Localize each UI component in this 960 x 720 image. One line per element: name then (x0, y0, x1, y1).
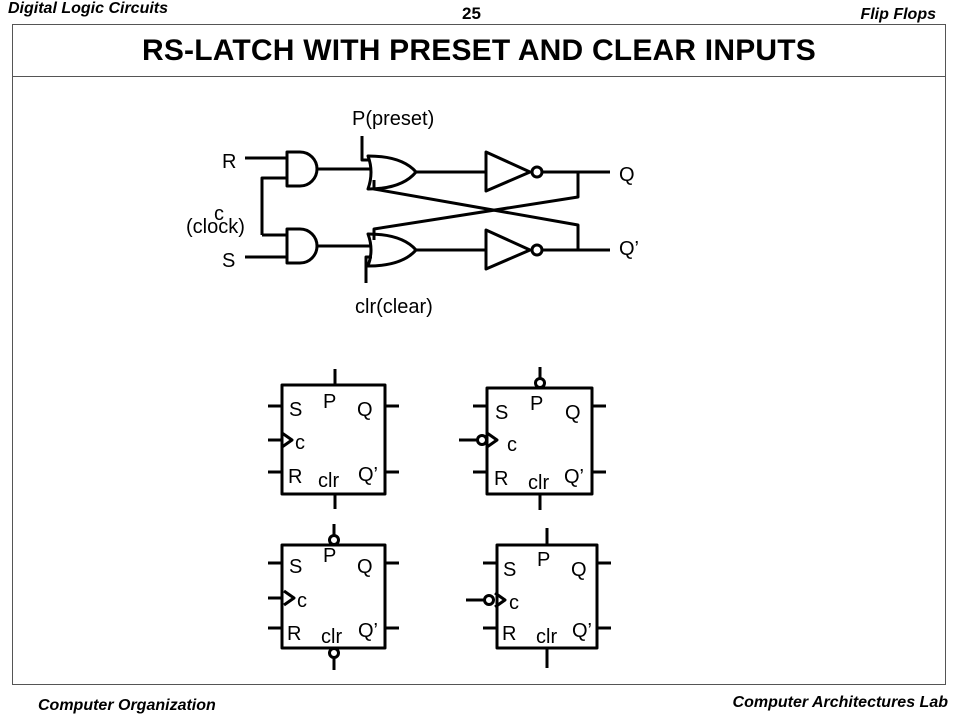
ff-symbol-3 (268, 524, 399, 670)
ff3-p-label: P (323, 545, 336, 567)
ff2-r-label: R (494, 468, 508, 490)
ff1-r-label: R (288, 466, 302, 488)
clock-wire (260, 176, 287, 237)
ff2-s-label: S (495, 402, 508, 424)
ff3-s-label: S (289, 556, 302, 578)
ff2-clr-label: clr (528, 472, 549, 494)
ff1-p-label: P (323, 391, 336, 413)
or-gate-bottom (366, 232, 418, 268)
ff2-c-label: c (507, 434, 517, 456)
ff2-qbar-label: Q’ (564, 466, 584, 488)
r-label: R (222, 151, 236, 173)
ff4-s-label: S (503, 559, 516, 581)
ff1-qbar-label: Q’ (358, 464, 378, 486)
footer-left: Computer Organization (38, 697, 216, 714)
ff1-clr-label: clr (318, 470, 339, 492)
ff1-clock-edge-icon (281, 431, 294, 449)
title-divider (12, 76, 946, 77)
rs-latch-schematic (245, 136, 610, 283)
ff4-clock-edge-icon (494, 591, 507, 609)
inverter-top-bubble (530, 165, 544, 179)
ff3-qbar-label: Q’ (358, 620, 378, 642)
ff4-c-label: c (509, 592, 519, 614)
ff3-clr-label: clr (321, 626, 342, 648)
footer-right: Computer Architectures Lab (732, 694, 948, 711)
slide-frame (12, 24, 946, 685)
preset-label: P(preset) (352, 108, 434, 130)
and-gate-top (285, 150, 319, 188)
or-gate-top (366, 154, 418, 191)
ff3-clock-edge-icon (283, 589, 296, 607)
ff-symbol-1 (268, 369, 399, 509)
ff3-q-label: Q (357, 556, 373, 578)
ff3-clear-bubble (328, 647, 340, 659)
ff1-s-label: S (289, 399, 302, 421)
s-label: S (222, 250, 235, 272)
inverter-bottom-bubble (530, 243, 544, 257)
page-number: 25 (462, 4, 481, 23)
ff4-clr-label: clr (536, 626, 557, 648)
ff-symbol-4 (466, 528, 611, 668)
c-label: c (214, 203, 224, 225)
inverter-bottom (484, 228, 532, 271)
ff2-preset-bubble (534, 377, 546, 389)
ff2-q-label: Q (565, 402, 581, 424)
ff4-p-label: P (537, 549, 550, 571)
qbar-label: Q’ (619, 238, 639, 260)
preset-wire (360, 136, 370, 162)
ff1-q-label: Q (357, 399, 373, 421)
slide-title: RS-LATCH WITH PRESET AND CLEAR INPUTS (141, 34, 817, 67)
feedback-q-wire (372, 172, 580, 240)
topic-title: Flip Flops (860, 6, 936, 23)
ff-symbol-2 (459, 367, 606, 510)
ff3-preset-bubble (328, 534, 340, 546)
ff4-r-label: R (502, 623, 516, 645)
ff2-p-label: P (530, 393, 543, 415)
course-title: Digital Logic Circuits (8, 0, 169, 17)
ff2-clock-edge-icon (486, 431, 499, 449)
ff4-qbar-label: Q’ (572, 620, 592, 642)
inverter-top (484, 150, 532, 193)
q-label: Q (619, 164, 635, 186)
ff2-clock-bubble (476, 434, 488, 446)
clock-label: (clock) (186, 216, 245, 238)
clear-label: clr(clear) (355, 296, 433, 318)
ff4-q-label: Q (571, 559, 587, 581)
ff1-c-label: c (295, 432, 305, 454)
ff3-c-label: c (297, 590, 307, 612)
ff3-r-label: R (287, 623, 301, 645)
and-gate-bottom (285, 227, 319, 265)
ff4-clock-bubble (483, 594, 495, 606)
feedback-qbar-wire (372, 180, 580, 250)
